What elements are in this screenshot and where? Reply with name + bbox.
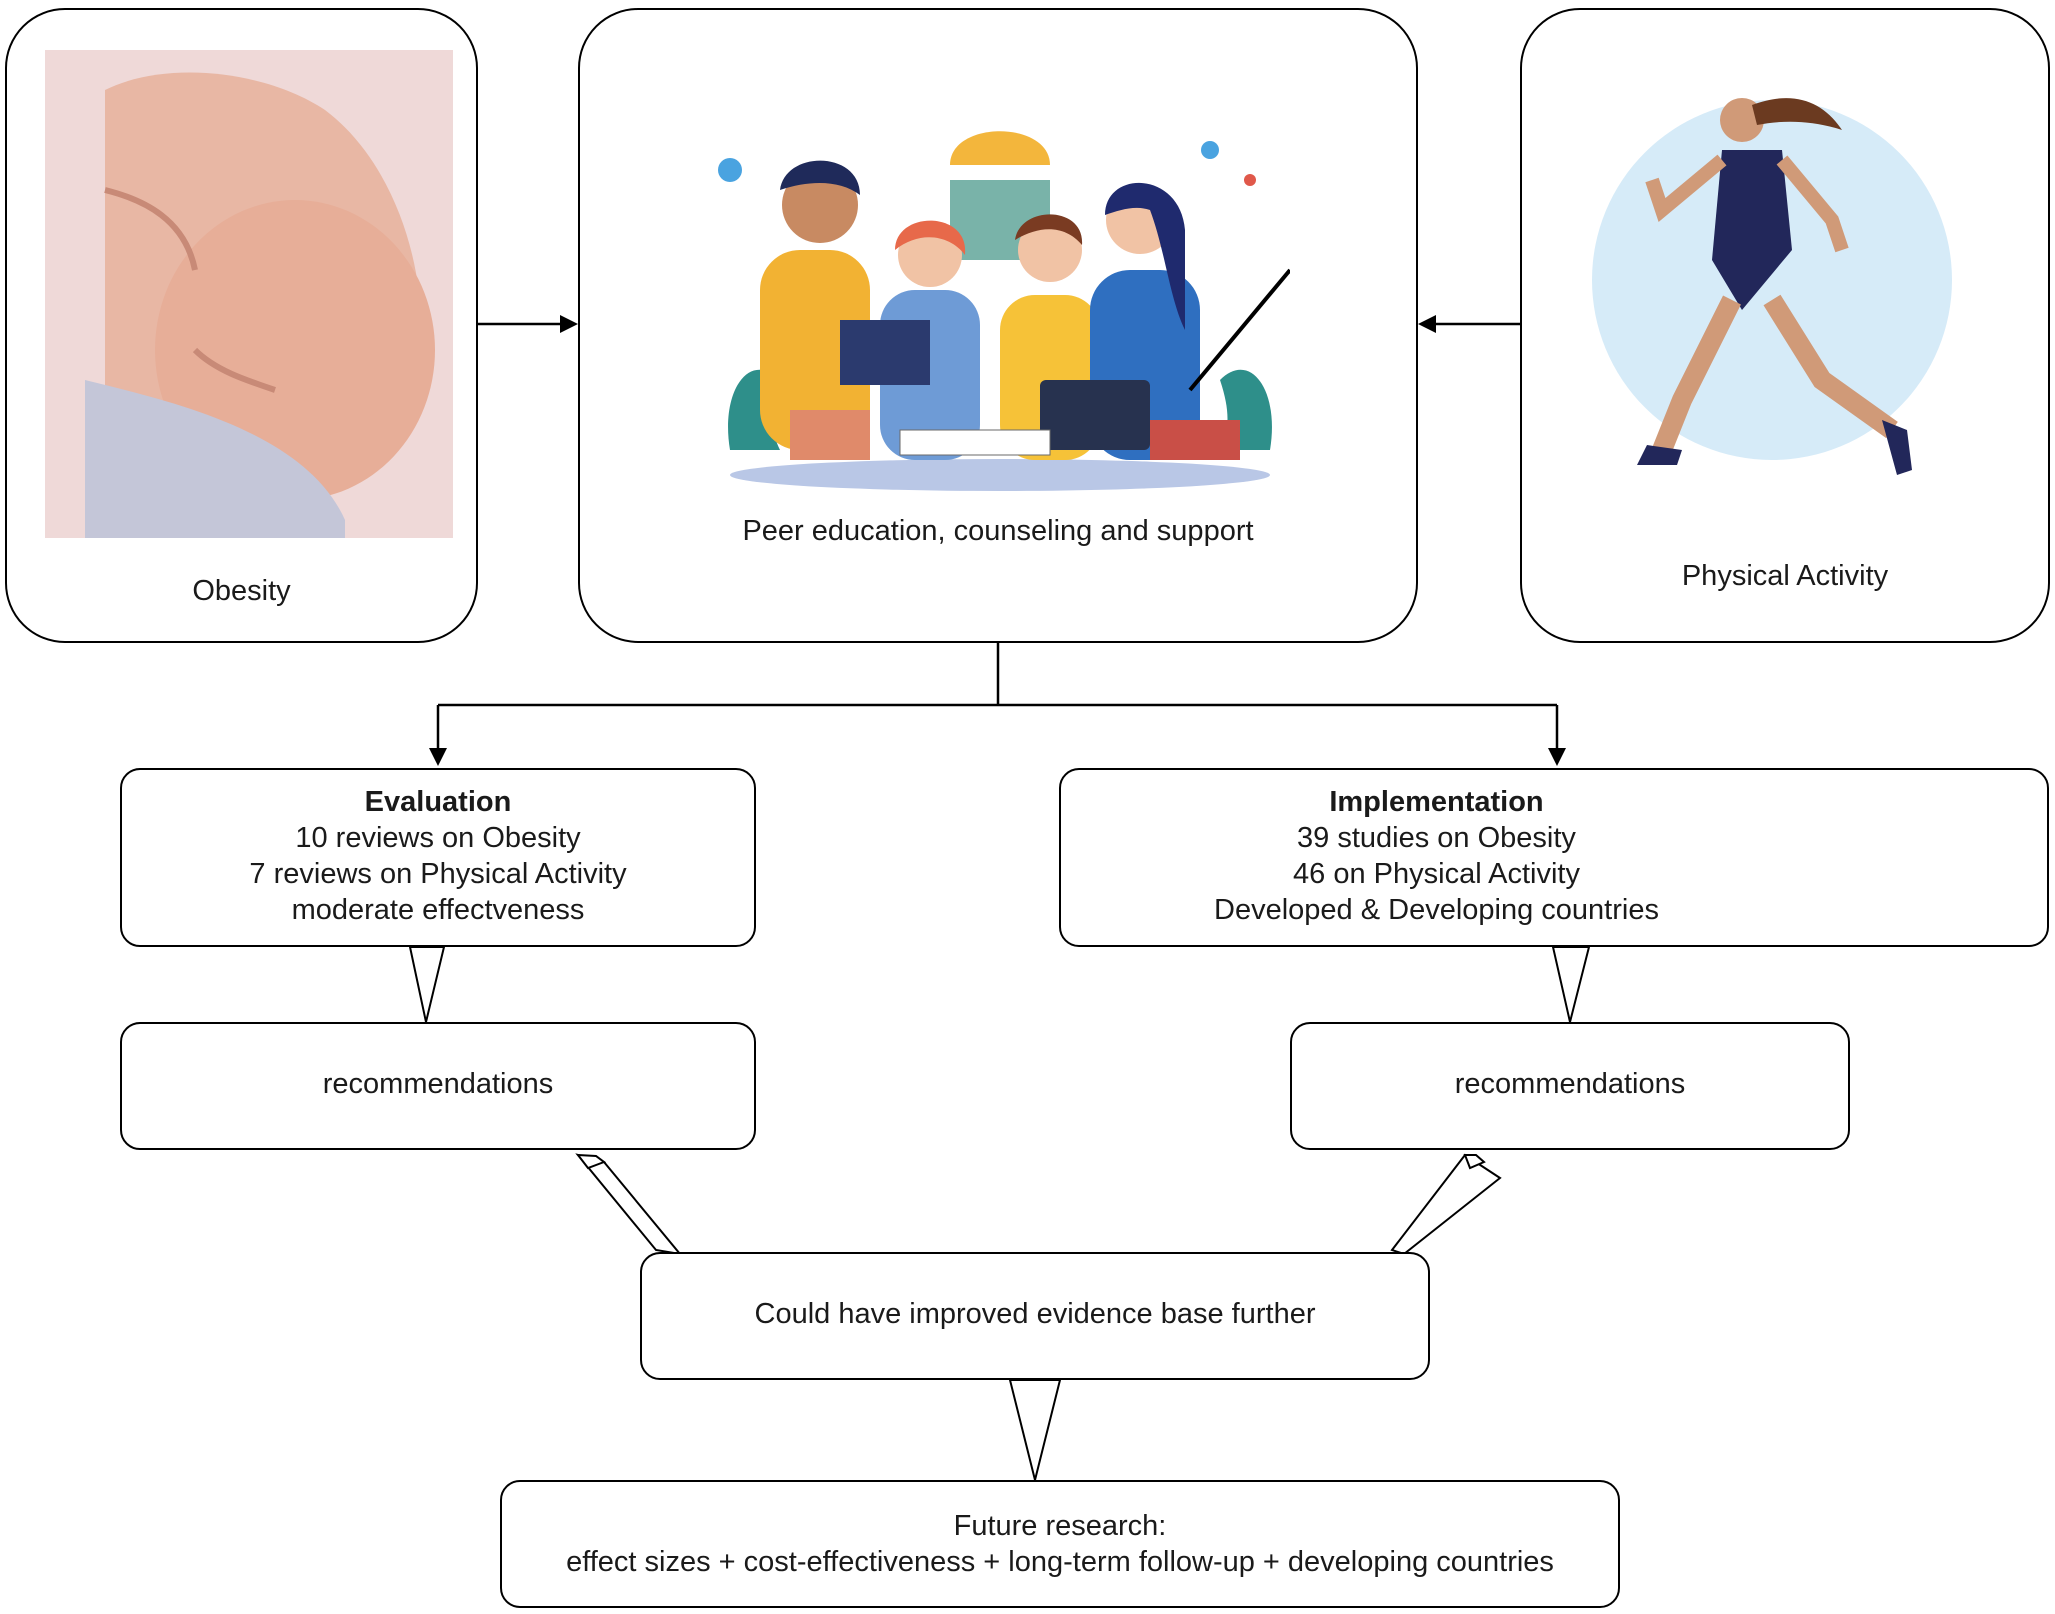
wedge-left-recs-to-improved (575, 1153, 683, 1256)
obesity-label: Obesity (192, 575, 291, 607)
evaluation-line-2: 7 reviews on Physical Activity (249, 858, 627, 890)
wedge-improved-to-future (1008, 1379, 1062, 1481)
improved-evidence-box: Could have improved evidence base furthe… (640, 1252, 1430, 1380)
evaluation-line-3: moderate effectveness (291, 894, 585, 926)
evaluation-line-1: 10 reviews on Obesity (295, 822, 581, 854)
recommendations-left-box: recommendations (120, 1022, 756, 1150)
implementation-line-1: 39 studies on Obesity (1297, 822, 1576, 854)
implementation-box: Implementation 39 studies on Obesity 46 … (1059, 768, 2049, 947)
wedge-evaluation-to-recs (408, 946, 446, 1023)
wedge-implementation-to-recs (1551, 946, 1591, 1023)
obesity-box: Obesity (5, 8, 478, 643)
peer-label: Peer education, counseling and support (742, 515, 1254, 547)
physical-activity-box: Physical Activity (1520, 8, 2050, 643)
implementation-title: Implementation (1329, 786, 1544, 818)
recommendations-right-box: recommendations (1290, 1022, 1850, 1150)
implementation-line-3: Developed & Developing countries (1214, 894, 1659, 926)
wedge-right-recs-to-improved (1390, 1153, 1502, 1256)
recommendations-right-label: recommendations (1454, 1068, 1686, 1100)
future-research-title: Future research: (953, 1510, 1167, 1542)
peer-group-illustration (718, 131, 1290, 491)
evaluation-box: Evaluation 10 reviews on Obesity 7 revie… (120, 768, 756, 947)
wedge-right-recs-small (1463, 1154, 1486, 1170)
future-research-box: Future research: effect sizes + cost-eff… (500, 1480, 1620, 1608)
implementation-line-2: 46 on Physical Activity (1293, 858, 1580, 890)
evaluation-title: Evaluation (364, 786, 512, 818)
runner-illustration (1592, 98, 1952, 475)
recommendations-left-label: recommendations (322, 1068, 554, 1100)
physical-activity-label: Physical Activity (1681, 560, 1889, 592)
obesity-illustration (45, 50, 453, 538)
arrow-obesity-to-peer (478, 315, 578, 333)
improved-evidence-label: Could have improved evidence base furthe… (754, 1298, 1316, 1330)
wedge-left-recs-small (575, 1153, 607, 1170)
split-connector (429, 643, 1566, 766)
arrow-activity-to-peer (1418, 315, 1520, 333)
future-research-topics: effect sizes + cost-effectiveness + long… (566, 1546, 1554, 1578)
peer-education-box: Peer education, counseling and support (578, 8, 1418, 643)
